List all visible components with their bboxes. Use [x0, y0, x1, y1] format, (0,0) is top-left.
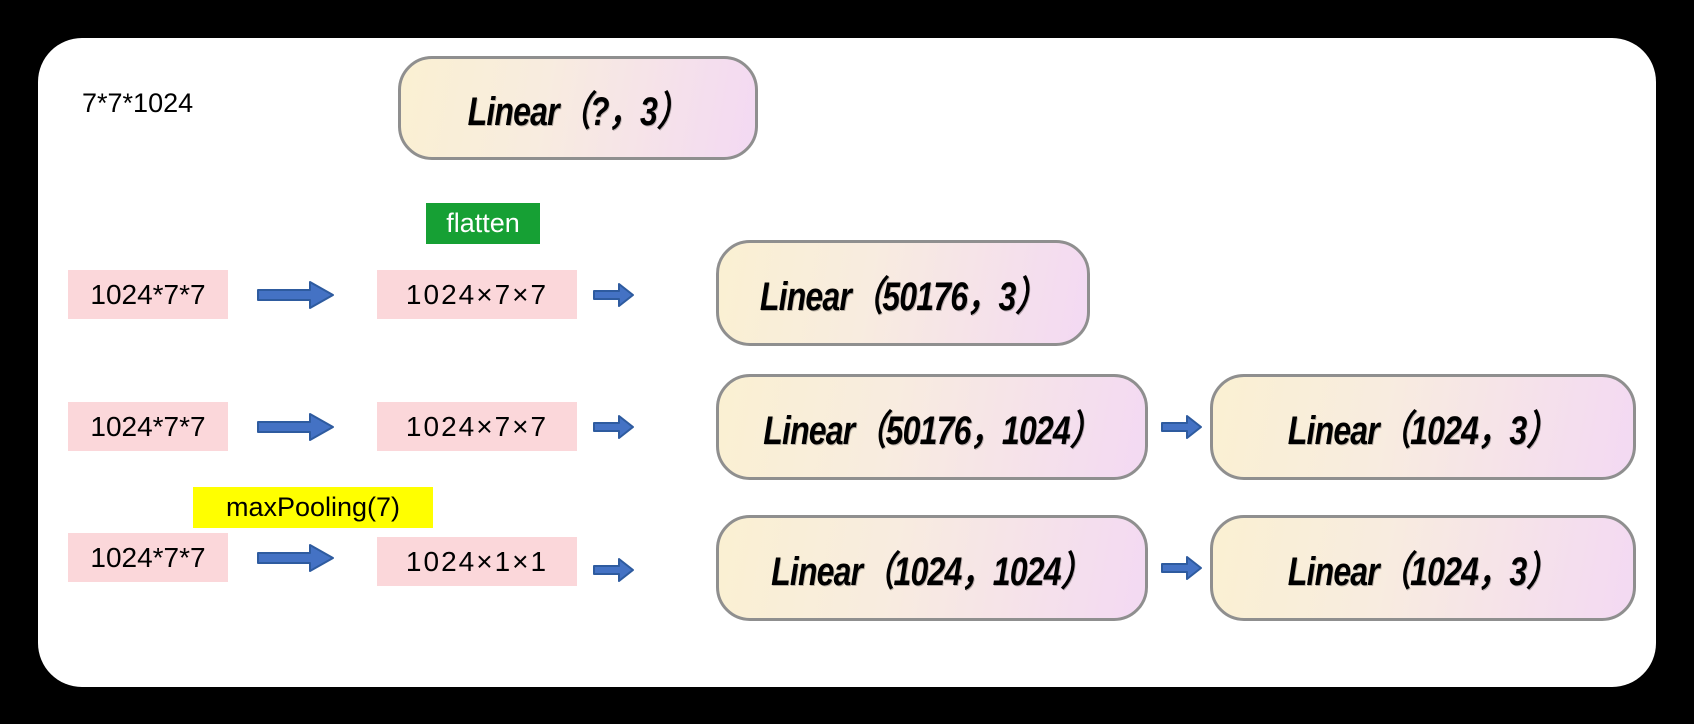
row1-main-arrow-icon [257, 281, 334, 309]
row3-main-arrow-icon [257, 544, 334, 572]
row3-small-arrow-icon [593, 558, 634, 582]
row2-main-arrow-icon [257, 413, 334, 441]
row3-mid-arrow-icon [1161, 556, 1202, 580]
linear-generic-box: Linear（?，3） [398, 56, 758, 160]
flatten-label: flatten [446, 208, 520, 238]
row2-small-arrow-icon [593, 415, 634, 439]
row3-transformed-box: 1024×1×1 [377, 537, 577, 586]
row2-transformed-box: 1024×7×7 [377, 402, 577, 451]
maxpooling-label: maxPooling(7) [225, 492, 401, 522]
input-shape-label: 7*7*1024 [82, 88, 194, 118]
diagram-panel: 7*7*1024 Linear（?，3） flatten 1024*7*7 10… [38, 38, 1656, 687]
flatten-tag: flatten [426, 203, 540, 244]
maxpooling-tag: maxPooling(7) [193, 487, 433, 528]
row2-linear2-box: Linear（1024，3） [1210, 374, 1636, 480]
row3-linear1-label: Linear（1024，1024） [771, 550, 1094, 594]
row1-input-box: 1024*7*7 [68, 270, 228, 319]
row1-transformed-label: 1024×7×7 [405, 278, 549, 310]
row2-mid-arrow-icon [1161, 415, 1202, 439]
row3-input-label: 1024*7*7 [90, 541, 206, 573]
row2-linear1-label: Linear（50176，1024） [763, 409, 1102, 453]
linear-generic-label: Linear（?，3） [467, 90, 689, 134]
row2-linear2-label: Linear（1024，3） [1288, 409, 1559, 453]
row1-input-label: 1024*7*7 [90, 278, 206, 310]
row1-small-arrow-icon [593, 283, 634, 307]
row1-transformed-box: 1024×7×7 [377, 270, 577, 319]
row2-input-label: 1024*7*7 [90, 410, 206, 442]
row2-linear1-box: Linear（50176，1024） [716, 374, 1148, 480]
row3-linear2-box: Linear（1024，3） [1210, 515, 1636, 621]
row2-input-box: 1024*7*7 [68, 402, 228, 451]
row3-linear2-label: Linear（1024，3） [1288, 550, 1559, 594]
row2-transformed-label: 1024×7×7 [405, 410, 549, 442]
row3-linear1-box: Linear（1024，1024） [716, 515, 1148, 621]
row1-linear-box: Linear（50176，3） [716, 240, 1090, 346]
row1-linear-label: Linear（50176，3） [759, 275, 1048, 319]
row3-transformed-label: 1024×1×1 [405, 545, 549, 577]
row3-input-box: 1024*7*7 [68, 533, 228, 582]
